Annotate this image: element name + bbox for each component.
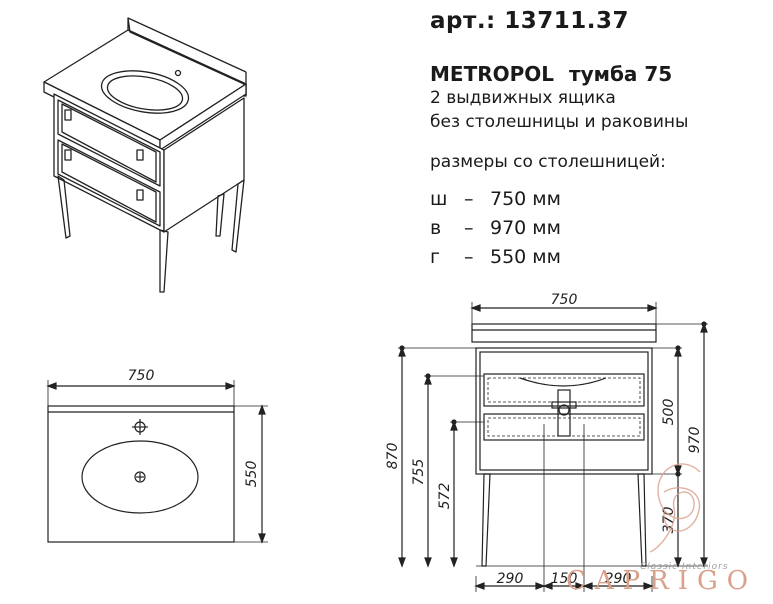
dimension-value: 550 мм [490,246,561,268]
front-bottom-290-right-label: 290 [605,571,632,587]
front-height-870-label: 870 [385,443,401,470]
dimension-key: г [430,246,440,268]
front-bottom-290-left-label: 290 [497,571,524,587]
dimension-key: ш [430,188,448,210]
front-height-970-label: 970 [687,427,703,454]
dimension-key: в [430,217,442,239]
isometric-drawing [43,17,247,293]
description-excluded: без столешницы и раковины [430,112,689,132]
brand-monogram-icon [649,463,701,553]
top-view-depth-label: 550 [244,461,260,488]
product-title: METROPOL тумба 75 [430,62,672,86]
description-drawers: 2 выдвижных ящика [430,88,616,108]
front-height-370-label: 370 [661,507,677,534]
brand-name: CAPRIGO [566,566,758,596]
brand-tagline: Classic Interiors [640,562,729,572]
dimension-width: ш–750 мм [430,188,561,210]
front-height-500-label: 500 [661,399,677,426]
top-view-drawing: 750 550 [46,368,268,544]
front-height-572-label: 572 [437,483,453,510]
top-view-width-label: 750 [128,368,155,384]
front-top-width-label: 750 [551,292,578,308]
product-name: METROPOL [430,62,555,86]
front-view-drawing: 750 870 755 572 500 970 370 290 150 290 [385,292,708,592]
front-bottom-150-label: 150 [551,571,578,587]
dimension-height: в–970 мм [430,217,561,239]
description-dimensions-caption: размеры со столешницей: [430,152,666,172]
dimension-value: 970 мм [490,217,561,239]
dimension-depth: г–550 мм [430,246,561,268]
product-type: тумба 75 [568,62,673,86]
front-height-755-label: 755 [411,459,427,486]
dimension-value: 750 мм [490,188,561,210]
article-number: арт.: 13711.37 [430,8,630,34]
